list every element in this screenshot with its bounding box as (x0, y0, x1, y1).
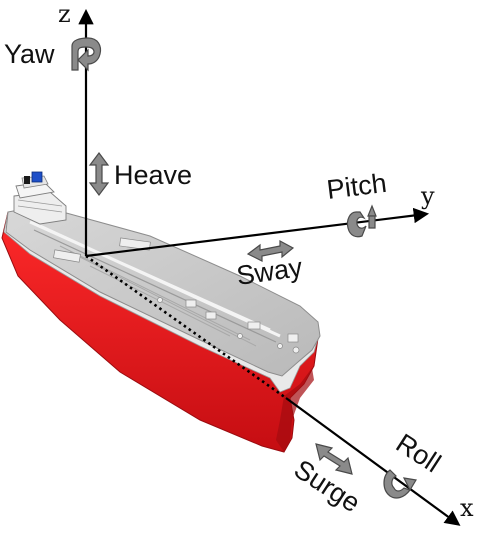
x-axis-dotted-line (85, 254, 287, 400)
pitch-label: Pitch (325, 168, 388, 205)
ship-catwalk-shadow (33, 229, 277, 343)
y-axis-label: y (420, 182, 435, 210)
pitch-rotation-icon (346, 204, 377, 238)
roll-label: Roll (391, 428, 446, 478)
ship-deck-details (53, 237, 300, 354)
ship-catwalk (29, 220, 281, 338)
surge-label: Surge (289, 454, 366, 518)
roll-rotation-icon (383, 469, 417, 499)
ship-bridge (13, 171, 67, 225)
x-axis-label: x (460, 494, 474, 522)
yaw-rotation-icon (71, 37, 102, 72)
sway-label: Sway (235, 252, 305, 291)
heave-label: Heave (114, 160, 192, 190)
x-axis-line (285, 397, 461, 526)
z-axis-label: z (58, 0, 71, 28)
ship-bow-shadow (276, 368, 314, 452)
ship (1, 171, 321, 453)
yaw-label: Yaw (4, 39, 55, 69)
heave-arrow-icon (88, 152, 110, 196)
ship-deck (5, 205, 321, 377)
sway-arrow-icon (246, 239, 295, 262)
surge-arrow-icon (315, 443, 353, 475)
